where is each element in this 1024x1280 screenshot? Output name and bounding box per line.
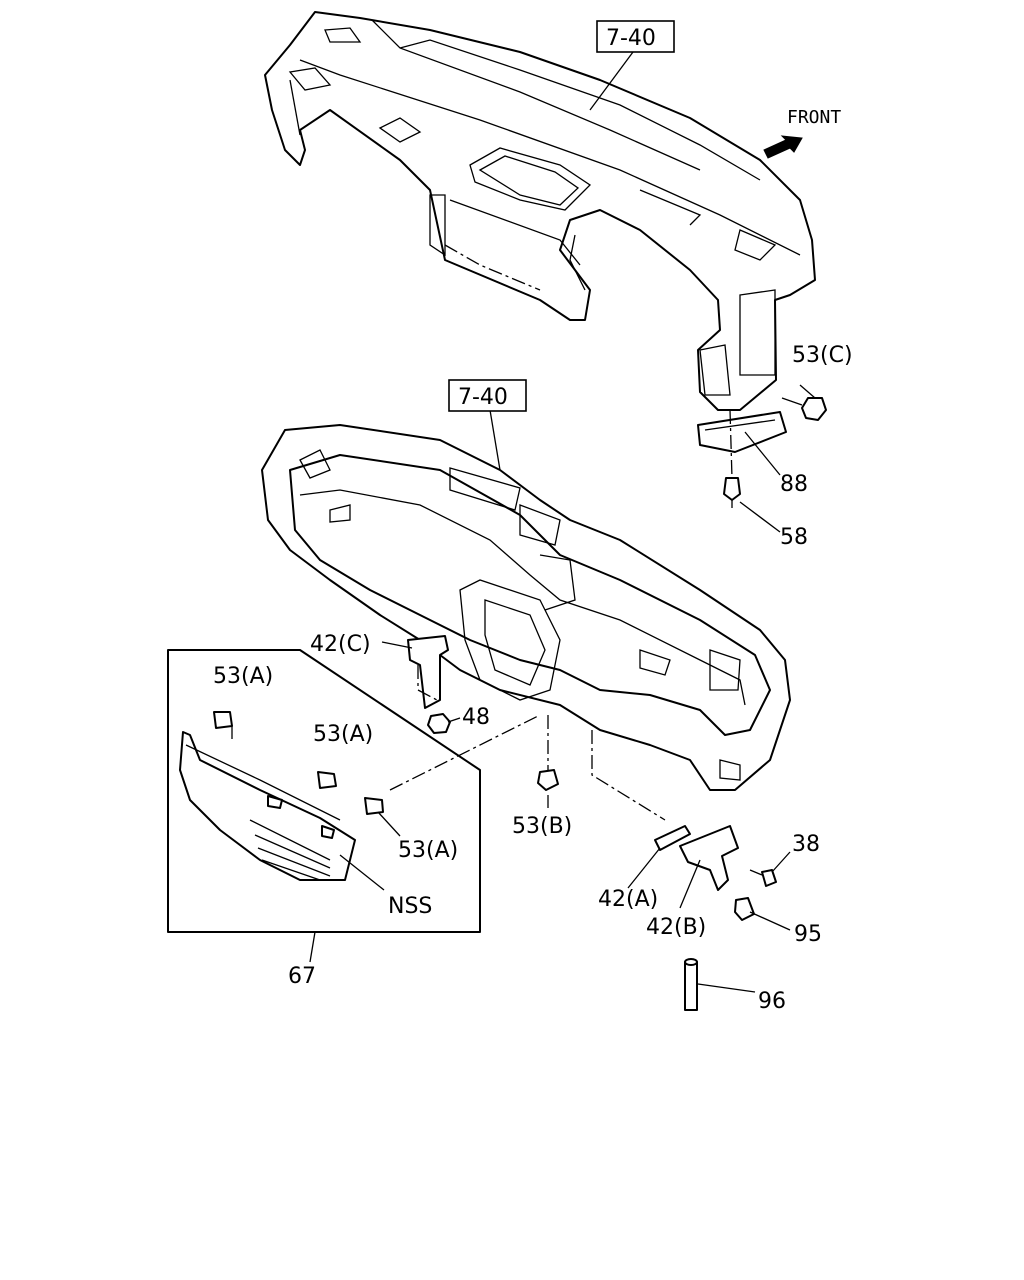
label-42a: 42(A) xyxy=(598,887,658,912)
front-arrow-icon xyxy=(763,135,803,159)
spacer-96-icon xyxy=(684,958,698,1011)
clip-53c-icon xyxy=(781,397,827,421)
label-42c: 42(C) xyxy=(310,632,371,657)
label-95: 95 xyxy=(794,922,822,947)
front-label: FRONT xyxy=(787,107,841,128)
ref-box-upper xyxy=(596,20,675,53)
label-53b: 53(B) xyxy=(512,814,572,839)
screw-38-icon xyxy=(749,869,777,887)
label-88: 88 xyxy=(780,472,808,497)
ref-label-upper: 7-40 xyxy=(606,26,656,51)
label-42b: 42(B) xyxy=(646,915,706,940)
label-58: 58 xyxy=(780,525,808,550)
bracket-42b-icon xyxy=(679,825,739,891)
label-nss: NSS xyxy=(388,894,432,919)
ref-box-lower xyxy=(448,379,527,412)
clip-53b-icon xyxy=(537,769,559,791)
label-38: 38 xyxy=(792,832,820,857)
bracket-88-icon xyxy=(697,411,787,453)
instrument-panel-upper xyxy=(264,11,816,411)
label-67: 67 xyxy=(288,964,316,989)
bolt-95-icon xyxy=(734,897,755,921)
bracket-42c-icon xyxy=(407,635,449,709)
label-53c: 53(C) xyxy=(792,343,853,368)
label-96: 96 xyxy=(758,989,786,1014)
label-48: 48 xyxy=(462,705,490,730)
label-53a-mid: 53(A) xyxy=(313,722,373,747)
instrument-panel-frame xyxy=(261,424,791,791)
label-53a-top: 53(A) xyxy=(213,664,273,689)
assembly-67-box xyxy=(167,649,481,933)
leader-lines xyxy=(231,51,816,993)
ref-label-lower: 7-40 xyxy=(458,385,508,410)
label-53a-low: 53(A) xyxy=(398,838,458,863)
nut-48-icon xyxy=(427,713,451,734)
screw-58-icon xyxy=(723,477,741,508)
bracket-42a-icon xyxy=(654,825,691,851)
